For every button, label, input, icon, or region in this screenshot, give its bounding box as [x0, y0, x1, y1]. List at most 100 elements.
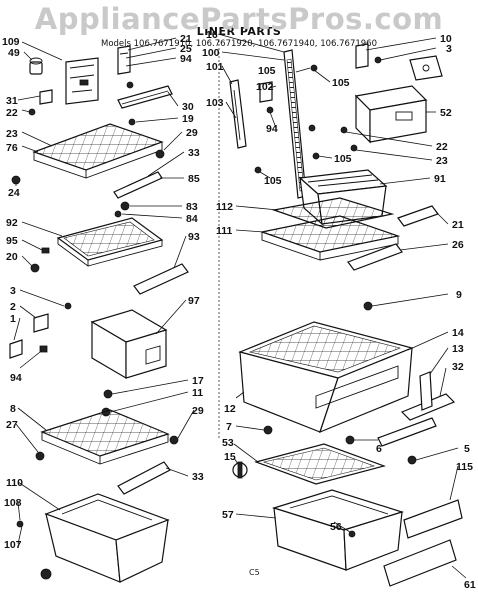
callout-24: 24 — [8, 187, 20, 199]
bracket-10 — [355, 43, 369, 69]
utility-bin-97 — [90, 309, 168, 380]
glass-shelf-92 — [56, 217, 164, 267]
glide-extra — [377, 417, 437, 447]
callout-52: 52 — [440, 107, 452, 119]
callout-61: 61 — [464, 579, 476, 591]
callout-25: 25 — [180, 43, 192, 55]
screw-84 — [114, 210, 122, 218]
screw-7 — [263, 425, 273, 435]
callout-14: 14 — [452, 327, 464, 339]
callout-2: 2 — [10, 301, 16, 313]
cam-1 — [9, 339, 23, 359]
tube-26 — [347, 243, 403, 271]
drawer-front-115 — [403, 499, 463, 539]
callout-3-left: 3 — [10, 285, 16, 297]
leader-lines — [13, 33, 467, 579]
callout-91: 91 — [434, 173, 446, 185]
model-numbers: Models 106.7671910, 106.7671920, 106.767… — [101, 39, 377, 49]
callout-22-right: 22 — [436, 141, 448, 153]
callout-21-top: 21 — [180, 33, 192, 45]
callout-84: 84 — [186, 213, 198, 225]
screw-105d — [254, 166, 262, 174]
callout-8: 8 — [10, 403, 16, 415]
light-socket-part — [29, 57, 43, 75]
screw-83 — [120, 201, 130, 211]
screw-19 — [128, 118, 136, 126]
callout-6: 6 — [376, 443, 382, 455]
wire-shelf-8 — [40, 409, 170, 465]
wire-shelf-76 — [32, 123, 164, 179]
rail-85 — [113, 171, 163, 199]
screw-23b — [350, 144, 358, 152]
callout-12: 12 — [224, 403, 236, 415]
shelf-frame-30 — [117, 85, 173, 109]
callout-105-d: 105 — [264, 175, 282, 187]
callout-29-bottom: 29 — [192, 405, 204, 417]
screw-108 — [16, 520, 24, 528]
screw-5 — [407, 455, 417, 465]
callout-108: 108 — [4, 497, 22, 509]
callout-23-right: 23 — [436, 155, 448, 167]
callout-102: 102 — [256, 81, 274, 93]
diagram-title: LINER PARTS — [196, 25, 282, 38]
screw-29b — [169, 435, 179, 445]
callout-30: 30 — [182, 101, 194, 113]
callout-31: 31 — [6, 95, 18, 107]
callout-105-c: 105 — [334, 153, 352, 165]
clip-95 — [41, 247, 50, 254]
callout-105-b: 105 — [332, 77, 350, 89]
bracket-13 — [419, 371, 433, 411]
callout-33-bottom: 33 — [192, 471, 204, 483]
callout-115: 115 — [456, 461, 473, 473]
control-housing-left — [65, 57, 99, 105]
control-housing-52 — [354, 85, 428, 144]
callout-21-right: 21 — [452, 219, 464, 231]
callout-103: 103 — [206, 97, 224, 109]
screw-6 — [345, 435, 355, 445]
tube-21b — [397, 205, 439, 227]
screw-105a — [310, 64, 318, 72]
callout-94-right: 94 — [266, 123, 278, 135]
crisper-cover-53 — [254, 443, 386, 485]
callout-92: 92 — [6, 217, 18, 229]
screw-29a — [155, 149, 165, 159]
callout-11: 11 — [192, 387, 203, 399]
screw-3a — [64, 302, 72, 310]
callout-94-mid: 94 — [10, 372, 22, 384]
callout-labels: 109 49 31 22 23 76 24 21 25 94 30 19 29 … — [2, 29, 476, 591]
callout-17: 17 — [192, 375, 204, 387]
callout-110: 110 — [6, 477, 23, 489]
bracket-102 — [259, 81, 273, 103]
callout-49: 49 — [8, 47, 20, 59]
screw-107 — [40, 568, 52, 580]
callout-19: 19 — [182, 113, 194, 125]
clip-27 — [35, 451, 45, 461]
callout-20: 20 — [6, 251, 18, 263]
callout-33-top: 33 — [188, 147, 200, 159]
callout-100: 100 — [202, 47, 220, 59]
callout-94-top: 94 — [180, 53, 192, 65]
callout-5: 5 — [464, 443, 470, 455]
callout-93: 93 — [188, 231, 200, 243]
callout-1: 1 — [10, 313, 16, 325]
meat-pan-12 — [239, 347, 413, 434]
callout-29-top: 29 — [186, 127, 198, 139]
callout-95: 95 — [6, 235, 18, 247]
screw-56 — [348, 530, 356, 538]
trim-33b — [117, 461, 171, 495]
upright-rail-16 — [283, 49, 307, 199]
callout-13: 13 — [452, 343, 464, 355]
callout-22-left: 22 — [6, 107, 18, 119]
bracket-2 — [33, 313, 49, 333]
clip-20 — [30, 263, 40, 273]
callout-56: 56 — [330, 521, 342, 533]
crisper-bin-110 — [44, 493, 170, 583]
callout-85: 85 — [188, 173, 200, 185]
footer-code: C5 — [249, 568, 260, 577]
callout-3-right: 3 — [446, 43, 452, 55]
callout-105-a: 105 — [258, 65, 276, 77]
callout-109: 109 — [2, 36, 20, 48]
upright-rail-101 — [229, 79, 247, 149]
callout-27: 27 — [6, 419, 18, 431]
